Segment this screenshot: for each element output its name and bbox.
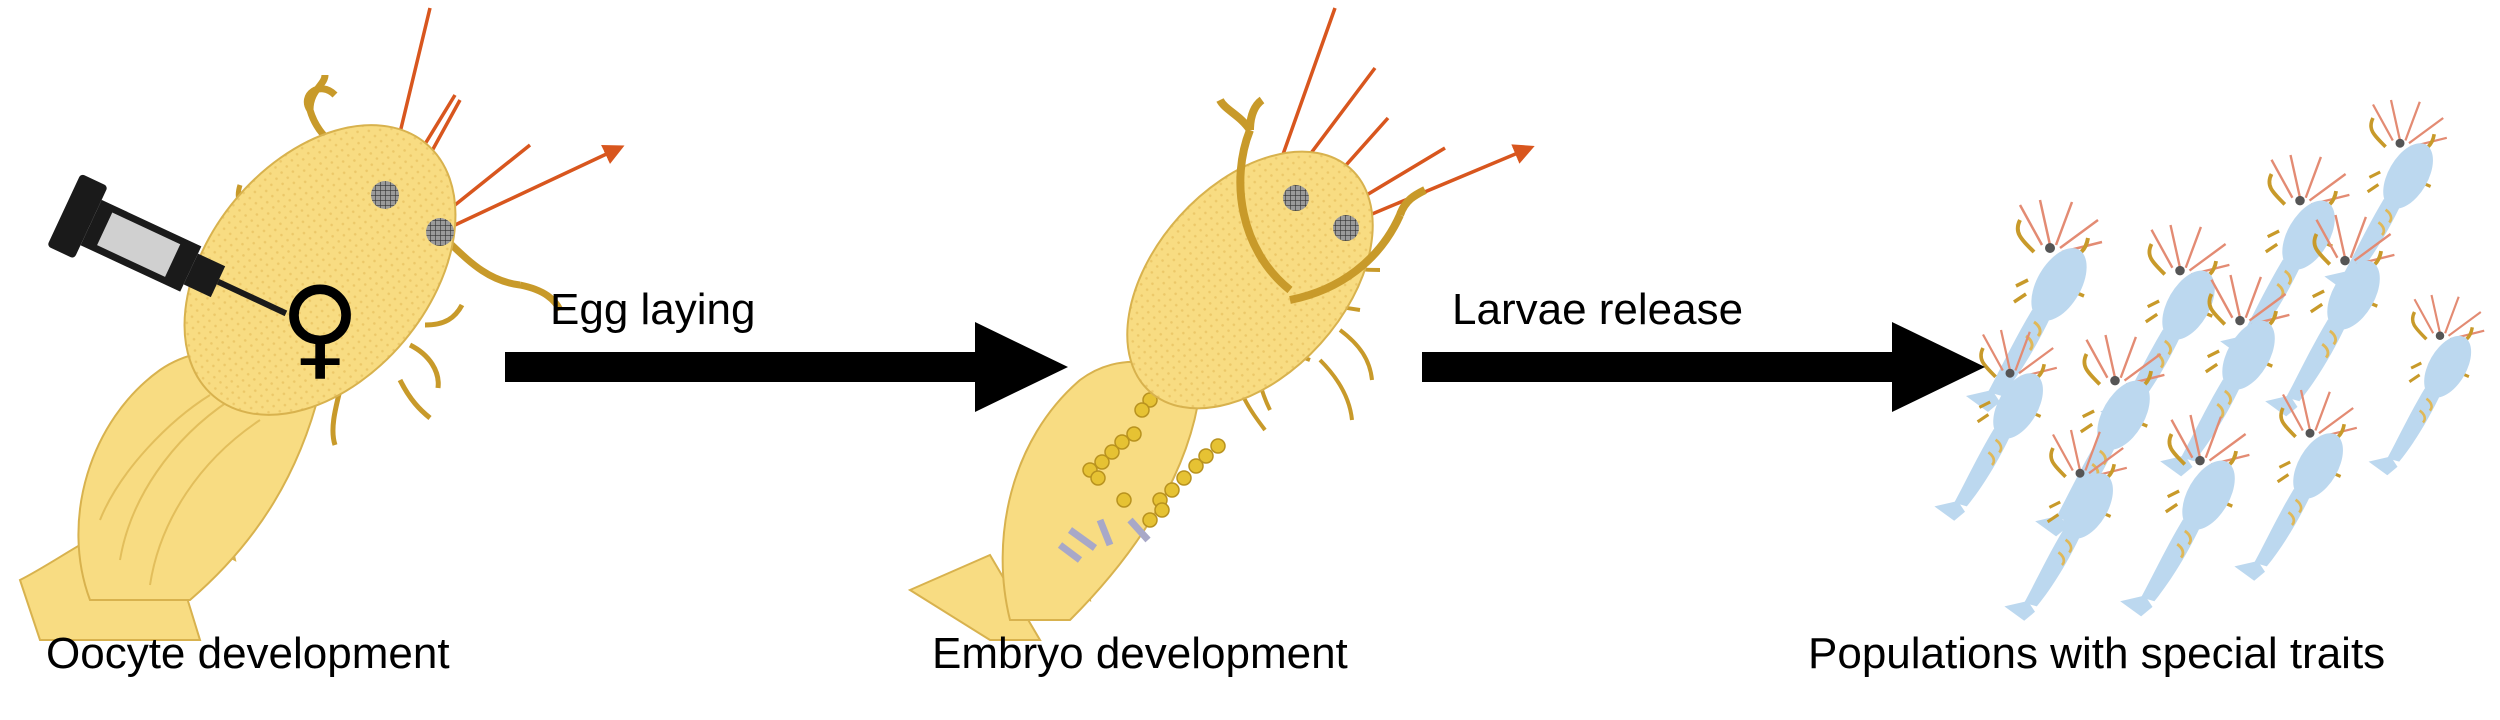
embryo-shrimp-illustration: [907, 7, 1525, 641]
egg-laying-arrow: [505, 322, 1068, 412]
oocyte-shrimp-illustration: [18, 7, 615, 641]
larvae-release-label: Larvae release: [1452, 285, 1744, 334]
oocyte-development-label: Oocyte development: [46, 629, 450, 678]
egg-laying-label: Egg laying: [550, 285, 756, 334]
populations-label: Populations with special traits: [1808, 629, 2386, 678]
syringe-icon: [48, 174, 288, 317]
larvae-release-arrow: [1422, 322, 1985, 412]
female-symbol: ♀: [280, 263, 361, 391]
embryo-development-label: Embryo development: [932, 629, 1348, 678]
larvae-population-illustration: [1932, 98, 2486, 623]
